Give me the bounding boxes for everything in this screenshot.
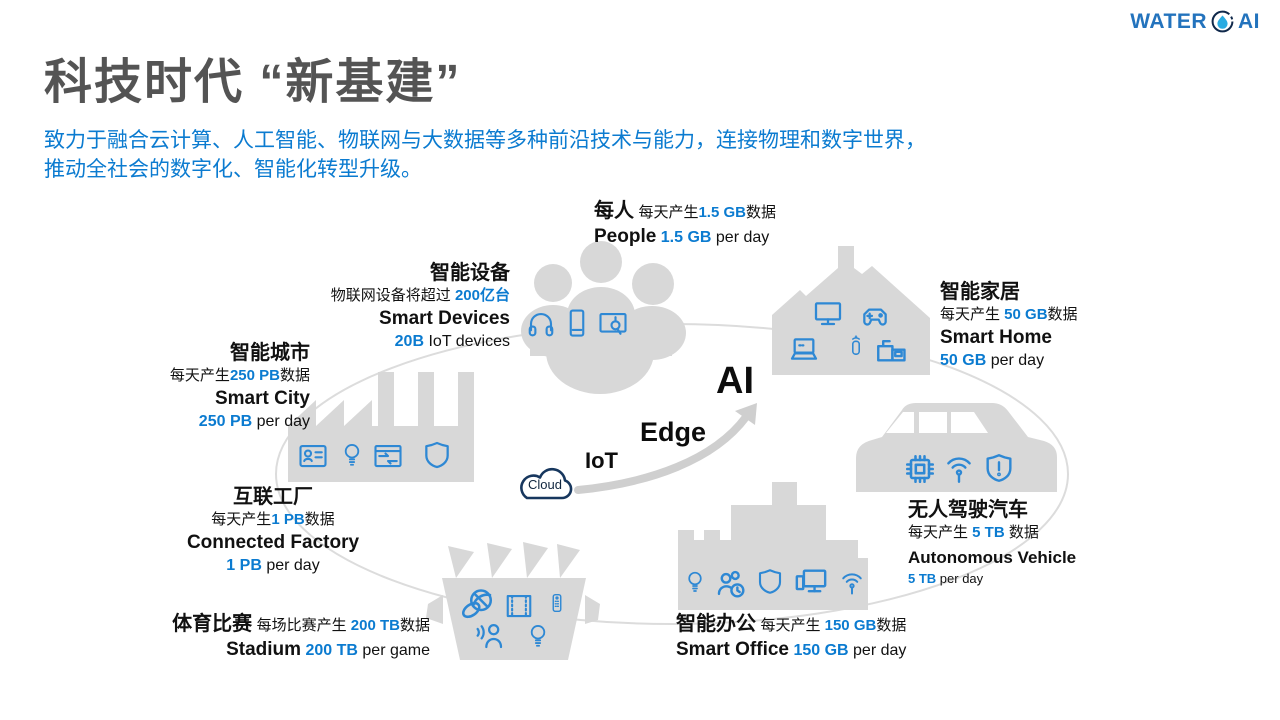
lightbulb-icon (688, 571, 702, 592)
smart-devices-zh-title: 智能设备 (430, 262, 510, 284)
smart-speaker-icon (852, 335, 860, 355)
chip-icon (905, 454, 935, 484)
layer-label-edge: Edge (640, 417, 707, 447)
node-stadium: 体育比赛 每场比赛产生 200 TB数据 Stadium 200 TB per … (140, 611, 430, 662)
smart-home-en-line: 50 GB per day (940, 352, 1045, 370)
team-clock-icon (717, 570, 745, 598)
stadium-zh-line: 体育比赛 每场比赛产生 200 TB数据 (172, 613, 430, 635)
node-autonomous-vehicle: 无人驾驶汽车 每天产生 5 TB 数据 Autonomous Vehicle 5… (908, 497, 1076, 587)
water-drop-icon (1211, 10, 1234, 33)
kitchen-appliance-icon (877, 340, 906, 362)
antenna-icon (947, 457, 971, 483)
film-icon (506, 594, 532, 618)
id-card-icon (299, 444, 327, 468)
cloud-label: Cloud (528, 477, 562, 492)
smart-devices-en-line: 20B IoT devices (394, 333, 510, 351)
smart-home-zh-line: 每天产生 50 GB数据 (940, 306, 1078, 324)
tv-icon (814, 302, 842, 326)
voice-person-icon (476, 623, 503, 649)
smart-devices-en-title: Smart Devices (379, 308, 510, 330)
vehicle-zh-line: 每天产生 5 TB 数据 (908, 524, 1039, 542)
computer-icon (795, 569, 827, 593)
cloud-icon (520, 467, 573, 500)
smart-city-en-title: Smart City (214, 388, 310, 410)
smart-devices-zh-line: 物联网设备将超过 200亿台 (330, 287, 510, 305)
remote-icon (552, 593, 562, 613)
touchscreen-icon (599, 312, 627, 335)
stadium-en-line: Stadium 200 TB per game (226, 639, 430, 661)
shield-icon (425, 441, 449, 469)
vehicle-zh-title: 无人驾驶汽车 (908, 499, 1028, 521)
node-smart-devices: 智能设备 物联网设备将超过 200亿台 Smart Devices 20B Io… (310, 260, 510, 352)
gamepad-icon (863, 308, 887, 326)
node-smart-city: 智能城市 每天产生250 PB数据 Smart City 250 PB per … (112, 340, 310, 432)
subtitle-line-1: 致力于融合云计算、人工智能、物联网与大数据等多种前沿技术与能力，连接物理和数字世… (44, 129, 926, 152)
smart-city-en-line: 250 PB per day (198, 413, 310, 431)
factory-zh-line: 每天产生1 PB数据 (211, 511, 335, 529)
lightbulb-icon (344, 444, 360, 466)
smart-home-zh-title: 智能家居 (940, 281, 1020, 303)
subtitle-line-2: 推动全社会的数字化、智能化转型升级。 (44, 158, 422, 181)
factory-silhouette (288, 372, 474, 482)
office-silhouette (678, 482, 868, 610)
control-panel-icon (374, 444, 402, 468)
smart-city-zh-title: 智能城市 (230, 342, 310, 364)
node-connected-factory: 互联工厂 每天产生1 PB数据 Connected Factory 1 PB p… (163, 484, 383, 576)
node-people: 每人 每天产生1.5 GB数据 People 1.5 GB per day (594, 198, 776, 249)
shield-icon (758, 569, 782, 594)
headphones-icon (528, 312, 554, 337)
node-smart-home: 智能家居 每天产生 50 GB数据 Smart Home 50 GB per d… (940, 279, 1078, 371)
subtitle: 致力于融合云计算、人工智能、物联网与大数据等多种前沿技术与能力，连接物理和数字世… (44, 126, 926, 184)
smart-home-en-title: Smart Home (940, 327, 1052, 349)
growth-arrow (574, 403, 757, 494)
wifi-icon (842, 573, 862, 595)
house-silhouette (772, 246, 930, 375)
brand-logo: WATER AI (1130, 9, 1260, 34)
factory-en-line: 1 PB per day (226, 557, 320, 575)
basketball-icon (461, 589, 493, 619)
smart-office-en-line: Smart Office 150 GB per day (676, 639, 907, 661)
layer-label-iot: IoT (585, 448, 618, 473)
factory-zh-title: 互联工厂 (233, 486, 313, 508)
vehicle-en-title: Autonomous Vehicle (908, 548, 1077, 568)
smart-office-zh-line: 智能办公 每天产生 150 GB数据 (676, 613, 907, 635)
page-title: 科技时代 “新基建” (44, 56, 462, 109)
brand-text-right: AI (1238, 9, 1260, 33)
people-en-line: People 1.5 GB per day (594, 226, 770, 248)
node-smart-office: 智能办公 每天产生 150 GB数据 Smart Office 150 GB p… (676, 611, 906, 662)
laptop-icon (790, 338, 818, 360)
factory-en-title: Connected Factory (186, 532, 360, 554)
shield-alert-icon (986, 454, 1012, 482)
smart-city-zh-line: 每天产生250 PB数据 (169, 367, 310, 385)
people-zh-line: 每人 每天产生1.5 GB数据 (594, 200, 777, 222)
vehicle-en-line: 5 TB per day (908, 570, 984, 586)
layer-label-ai: AI (716, 360, 754, 402)
smartphone-icon (569, 309, 585, 337)
lightbulb-icon (530, 625, 546, 647)
cloud-node: Cloud (510, 460, 580, 505)
brand-text-left: WATER (1130, 9, 1207, 33)
